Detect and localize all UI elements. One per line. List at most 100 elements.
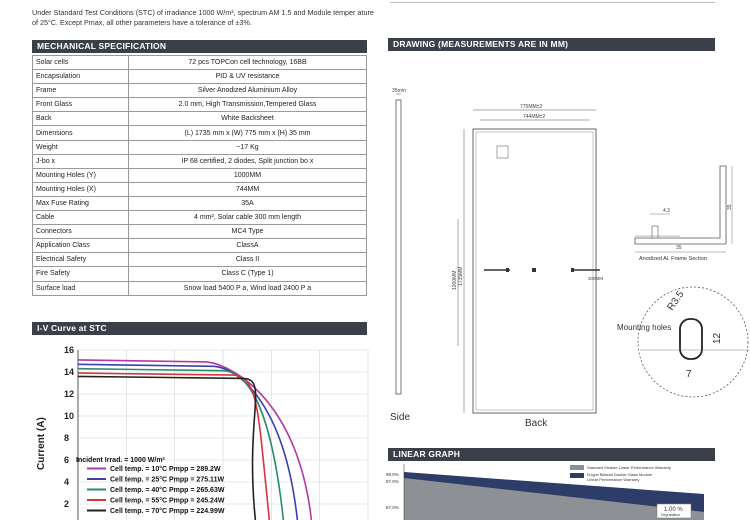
- frame-section-label: Anodized Al. Frame Section: [639, 256, 707, 262]
- hole-width: 7: [686, 369, 692, 380]
- iv-legend-entry: Cell temp. = 40°C Pmpp = 265.63W: [110, 486, 225, 494]
- spec-value: 2.0 mm, High Transmission,Tempered Glass: [128, 97, 367, 113]
- spec-key: Frame: [32, 83, 129, 99]
- spec-value: (L) 1735 mm x (W) 775 mm x (H) 35 mm: [128, 125, 367, 141]
- mounting-holes-label: Mounting holes: [617, 323, 671, 332]
- top-divider: [390, 2, 715, 3]
- spec-key: Cable: [32, 210, 129, 226]
- spec-value: IP 68 certified, 2 diodes, Split junctio…: [128, 153, 367, 169]
- degradation-label: Degradation: [661, 513, 680, 517]
- spec-key: Mounting Holes (Y): [32, 167, 129, 183]
- iv-y-tick: 4: [64, 477, 69, 487]
- spec-key: Mounting Holes (X): [32, 181, 129, 197]
- spec-value: 35A: [128, 195, 367, 212]
- spec-row: Mounting Holes (Y)1000MM: [32, 167, 367, 183]
- legend-swatch-ntype: [570, 473, 584, 478]
- iv-legend-entry: Cell temp. = 10°C Pmpp = 289.2W: [110, 465, 221, 473]
- iv-y-tick: 16: [64, 345, 74, 355]
- dim-35mm: 35mm: [392, 88, 406, 94]
- legend-ntype-2: Linear Performance Warranty: [587, 477, 639, 482]
- spec-value: White Backsheet: [128, 111, 367, 127]
- dim-775: 775MM±2: [520, 104, 542, 110]
- spec-value: 744MM: [128, 181, 367, 197]
- iv-legend-title: Incident Irrad. = 1000 W/m²: [76, 457, 166, 464]
- annotation-88-4: 88.4 %: [569, 493, 588, 499]
- iv-curve-header: I-V Curve at STC: [32, 322, 367, 335]
- spec-value: Class C (Type 1): [128, 266, 367, 282]
- spec-key: J-bo x: [32, 153, 129, 169]
- spec-value: Snow load 5400 P a, Wind load 2400 P a: [128, 280, 367, 296]
- spec-key: Application Class: [32, 238, 129, 254]
- module-drawing: 35mm Side 775MM±2 744MM±2 1735MM 1000MM …: [390, 88, 750, 429]
- iv-y-tick: 2: [64, 499, 69, 509]
- mechanical-spec-header: MECHANICAL SPECIFICATION: [32, 40, 367, 53]
- intro-text: Under Standard Test Conditions (STC) of …: [32, 8, 374, 27]
- linear-graph-header: LINEAR GRAPH: [388, 448, 715, 461]
- iv-series-line: [77, 363, 299, 520]
- spec-value: 4 mm², Solar cable 300 mm length: [128, 210, 367, 226]
- spec-key: Surface load: [32, 280, 129, 296]
- mounting-hole: [679, 318, 703, 360]
- iv-legend-entry: Cell temp. = 25°C Pmpp = 275.11W: [110, 476, 224, 484]
- side-profile: [395, 99, 402, 395]
- iv-series-line: [77, 375, 257, 520]
- hole-height: 12: [712, 332, 723, 344]
- iv-legend-entry: Cell temp. = 70°C Pmpp = 224.99W: [110, 507, 225, 515]
- frame-dim-4-3: 4.3: [663, 208, 670, 214]
- spec-value: ClassA: [128, 238, 367, 254]
- back-label: Back: [525, 418, 548, 429]
- spec-value: ~17 Kg: [128, 139, 367, 155]
- spec-row: Mounting Holes (X)744MM: [32, 181, 367, 197]
- spec-value: Class II: [128, 252, 367, 268]
- iv-series-line: [77, 359, 313, 520]
- frame-section: [634, 165, 727, 245]
- spec-value: 72 pcs TOPCon cell technology, 16BB: [128, 54, 367, 71]
- degradation-box: [656, 503, 692, 519]
- iv-y-tick: 12: [64, 389, 74, 399]
- linear-y3: 87.0%: [386, 505, 399, 510]
- linear-graph-chart: 99.0% 97.0% 87.0% Standard Module Linear…: [386, 464, 704, 520]
- spec-key: Dimensions: [32, 125, 129, 141]
- junction-box: [496, 145, 509, 159]
- linear-y1: 99.0%: [386, 472, 399, 477]
- spec-key: Max Fuse Rating: [32, 195, 129, 212]
- spec-key: Electrical Safety: [32, 252, 129, 268]
- ntype-warranty-area: [404, 472, 704, 512]
- spec-value: Silver Anodized Aluminium Alloy: [128, 83, 367, 99]
- connector-center: [532, 268, 536, 272]
- legend-swatch-standard: [570, 465, 584, 470]
- spec-key: Back: [32, 111, 129, 127]
- spec-key: Solar cells: [32, 54, 129, 71]
- iv-legend-entry: Cell temp. = 55°C Pmpp = 245.24W: [110, 497, 225, 505]
- degradation-value: 1.00 %: [664, 507, 683, 513]
- iv-y-tick: 10: [64, 411, 74, 421]
- linear-y2: 97.0%: [386, 479, 399, 484]
- iv-y-tick: 8: [64, 433, 69, 443]
- dim-300: 300MM: [588, 276, 603, 281]
- spec-row: Weight~17 Kg: [32, 139, 367, 155]
- dim-744: 744MM±2: [523, 114, 545, 120]
- drawing-header: DRAWING (MEASUREMENTS ARE IN MM): [388, 38, 715, 51]
- frame-dim-35h: 35: [727, 204, 733, 210]
- dim-1000: 1000MM: [452, 271, 458, 290]
- side-label: Side: [390, 412, 410, 423]
- dim-1735: 1735MM: [458, 267, 464, 286]
- iv-series-line: [77, 367, 285, 520]
- spec-key: Connectors: [32, 224, 129, 240]
- legend-standard: Standard Module Linear Performance Warra…: [587, 465, 671, 470]
- spec-row: Dimensions(L) 1735 mm x (W) 775 mm x (H)…: [32, 125, 367, 141]
- iv-y-axis-label: Current (A): [36, 417, 47, 470]
